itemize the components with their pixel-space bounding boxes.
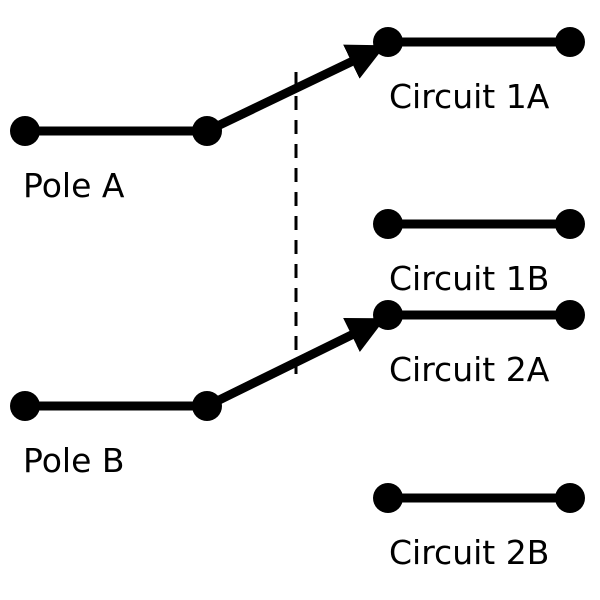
circuit-1b-right-terminal xyxy=(555,209,585,239)
pole-a-group: Pole A xyxy=(10,42,386,205)
circuit-2a-right-terminal xyxy=(555,300,585,330)
circuit-1a-right-terminal xyxy=(555,27,585,57)
circuit-2b-right-terminal xyxy=(555,483,585,513)
circuit-2b-group: Circuit 2B xyxy=(373,483,585,572)
pole-a-switch-arm xyxy=(205,42,386,136)
circuit-1a-left-terminal xyxy=(373,27,403,57)
circuit-1b-left-terminal xyxy=(373,209,403,239)
circuit-2b-label: Circuit 2B xyxy=(389,533,549,572)
circuit-2a-label: Circuit 2A xyxy=(389,350,550,389)
pole-b-terminal xyxy=(10,391,40,421)
pole-b-group: Pole B xyxy=(10,315,386,480)
circuit-1b-label: Circuit 1B xyxy=(389,259,549,298)
pole-b-label: Pole B xyxy=(23,441,125,480)
pole-a-terminal xyxy=(10,116,40,146)
circuit-1a-label: Circuit 1A xyxy=(389,77,550,116)
pole-a-label: Pole A xyxy=(23,166,125,205)
circuit-1b-group: Circuit 1B xyxy=(373,209,585,298)
circuit-1a-group: Circuit 1A xyxy=(373,27,585,116)
circuit-2a-group: Circuit 2A xyxy=(373,300,585,389)
circuit-2b-left-terminal xyxy=(373,483,403,513)
circuit-2a-left-terminal xyxy=(373,300,403,330)
